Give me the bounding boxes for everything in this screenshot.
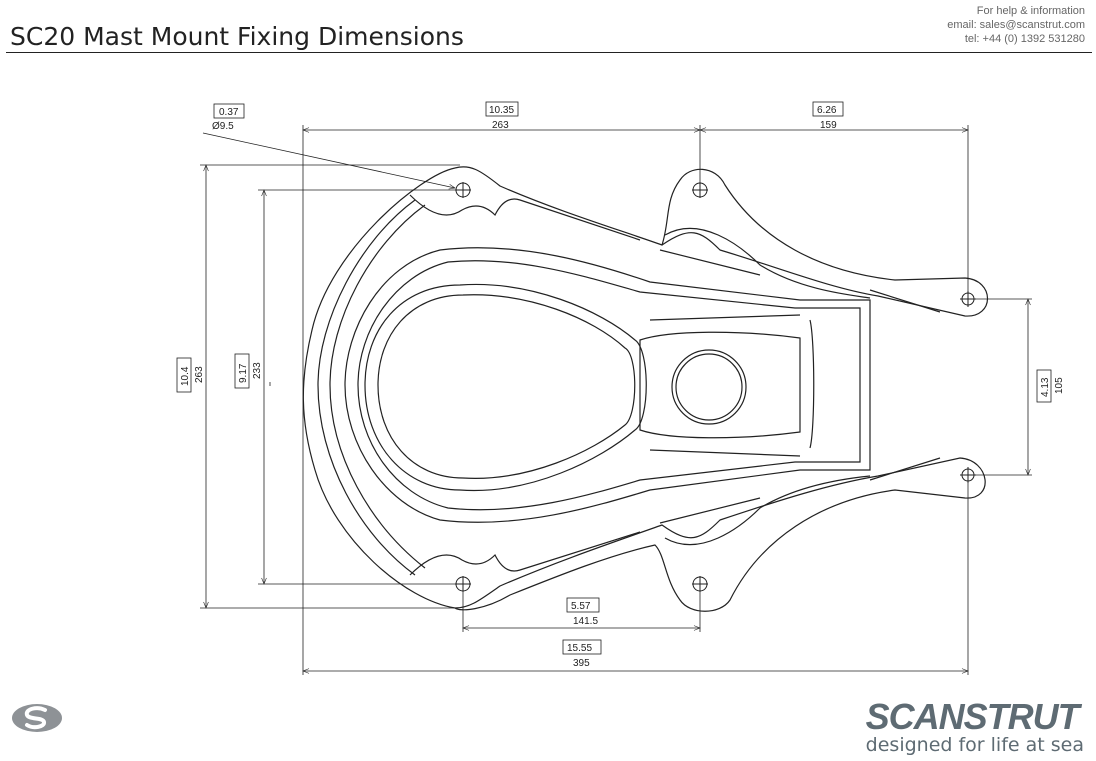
top-width-mm: 263 [492,120,509,131]
page-title: SC20 Mast Mount Fixing Dimensions [10,22,464,51]
hole-top-left [455,182,471,198]
help-contact-block: For help & information email: sales@scan… [947,4,1085,46]
hole-diameter-mm: Ø9.5 [212,121,234,132]
scanstrut-s-logo-icon [12,704,62,732]
help-email[interactable]: email: sales@scanstrut.com [947,19,1085,31]
mount-outline [302,166,989,612]
hole-diameter-inch: 0.37 [219,107,239,118]
right-gap-mm: 105 [1054,377,1065,394]
hole-right-lower [960,467,976,483]
right-gap-inch: 4.13 [1040,377,1051,397]
bottom-total-inch: 15.55 [567,643,592,654]
bottom-inner-inch: 5.57 [571,601,591,612]
bottom-total-mm: 395 [573,658,590,669]
outer-height-inch: 10.4 [180,366,191,386]
hole-bottom-middle [692,576,708,592]
hole-bottom-left [455,576,471,592]
bottom-inner-mm: 141.5 [573,616,598,627]
top-right-inch: 6.26 [817,105,837,116]
outer-height-mm: 263 [194,366,205,383]
extension-lines [200,125,1032,675]
top-right-mm: 159 [820,120,837,131]
inner-height-mm: 233 [252,362,263,379]
help-phone: tel: +44 (0) 1392 531280 [964,33,1085,45]
hole-leader-line [202,132,456,190]
title-divider [6,52,1092,53]
hole-right-upper [960,291,976,307]
inner-height-inch: 9.17 [238,363,249,383]
brand-tagline: designed for life at sea [865,734,1084,756]
brand-wordmark: SCANSTRUT [865,696,1080,737]
help-heading: For help & information [976,5,1085,17]
top-width-inch: 10.35 [489,105,514,116]
dimension-labels: 0.37 Ø9.5 10.35 263 6.26 159 5.57 141.5 … [176,101,1065,669]
hole-top-middle [692,182,708,198]
dimension-lines [202,127,1031,674]
fixing-holes [455,182,976,592]
brand-block: SCANSTRUT designed for life at sea [865,696,1084,757]
